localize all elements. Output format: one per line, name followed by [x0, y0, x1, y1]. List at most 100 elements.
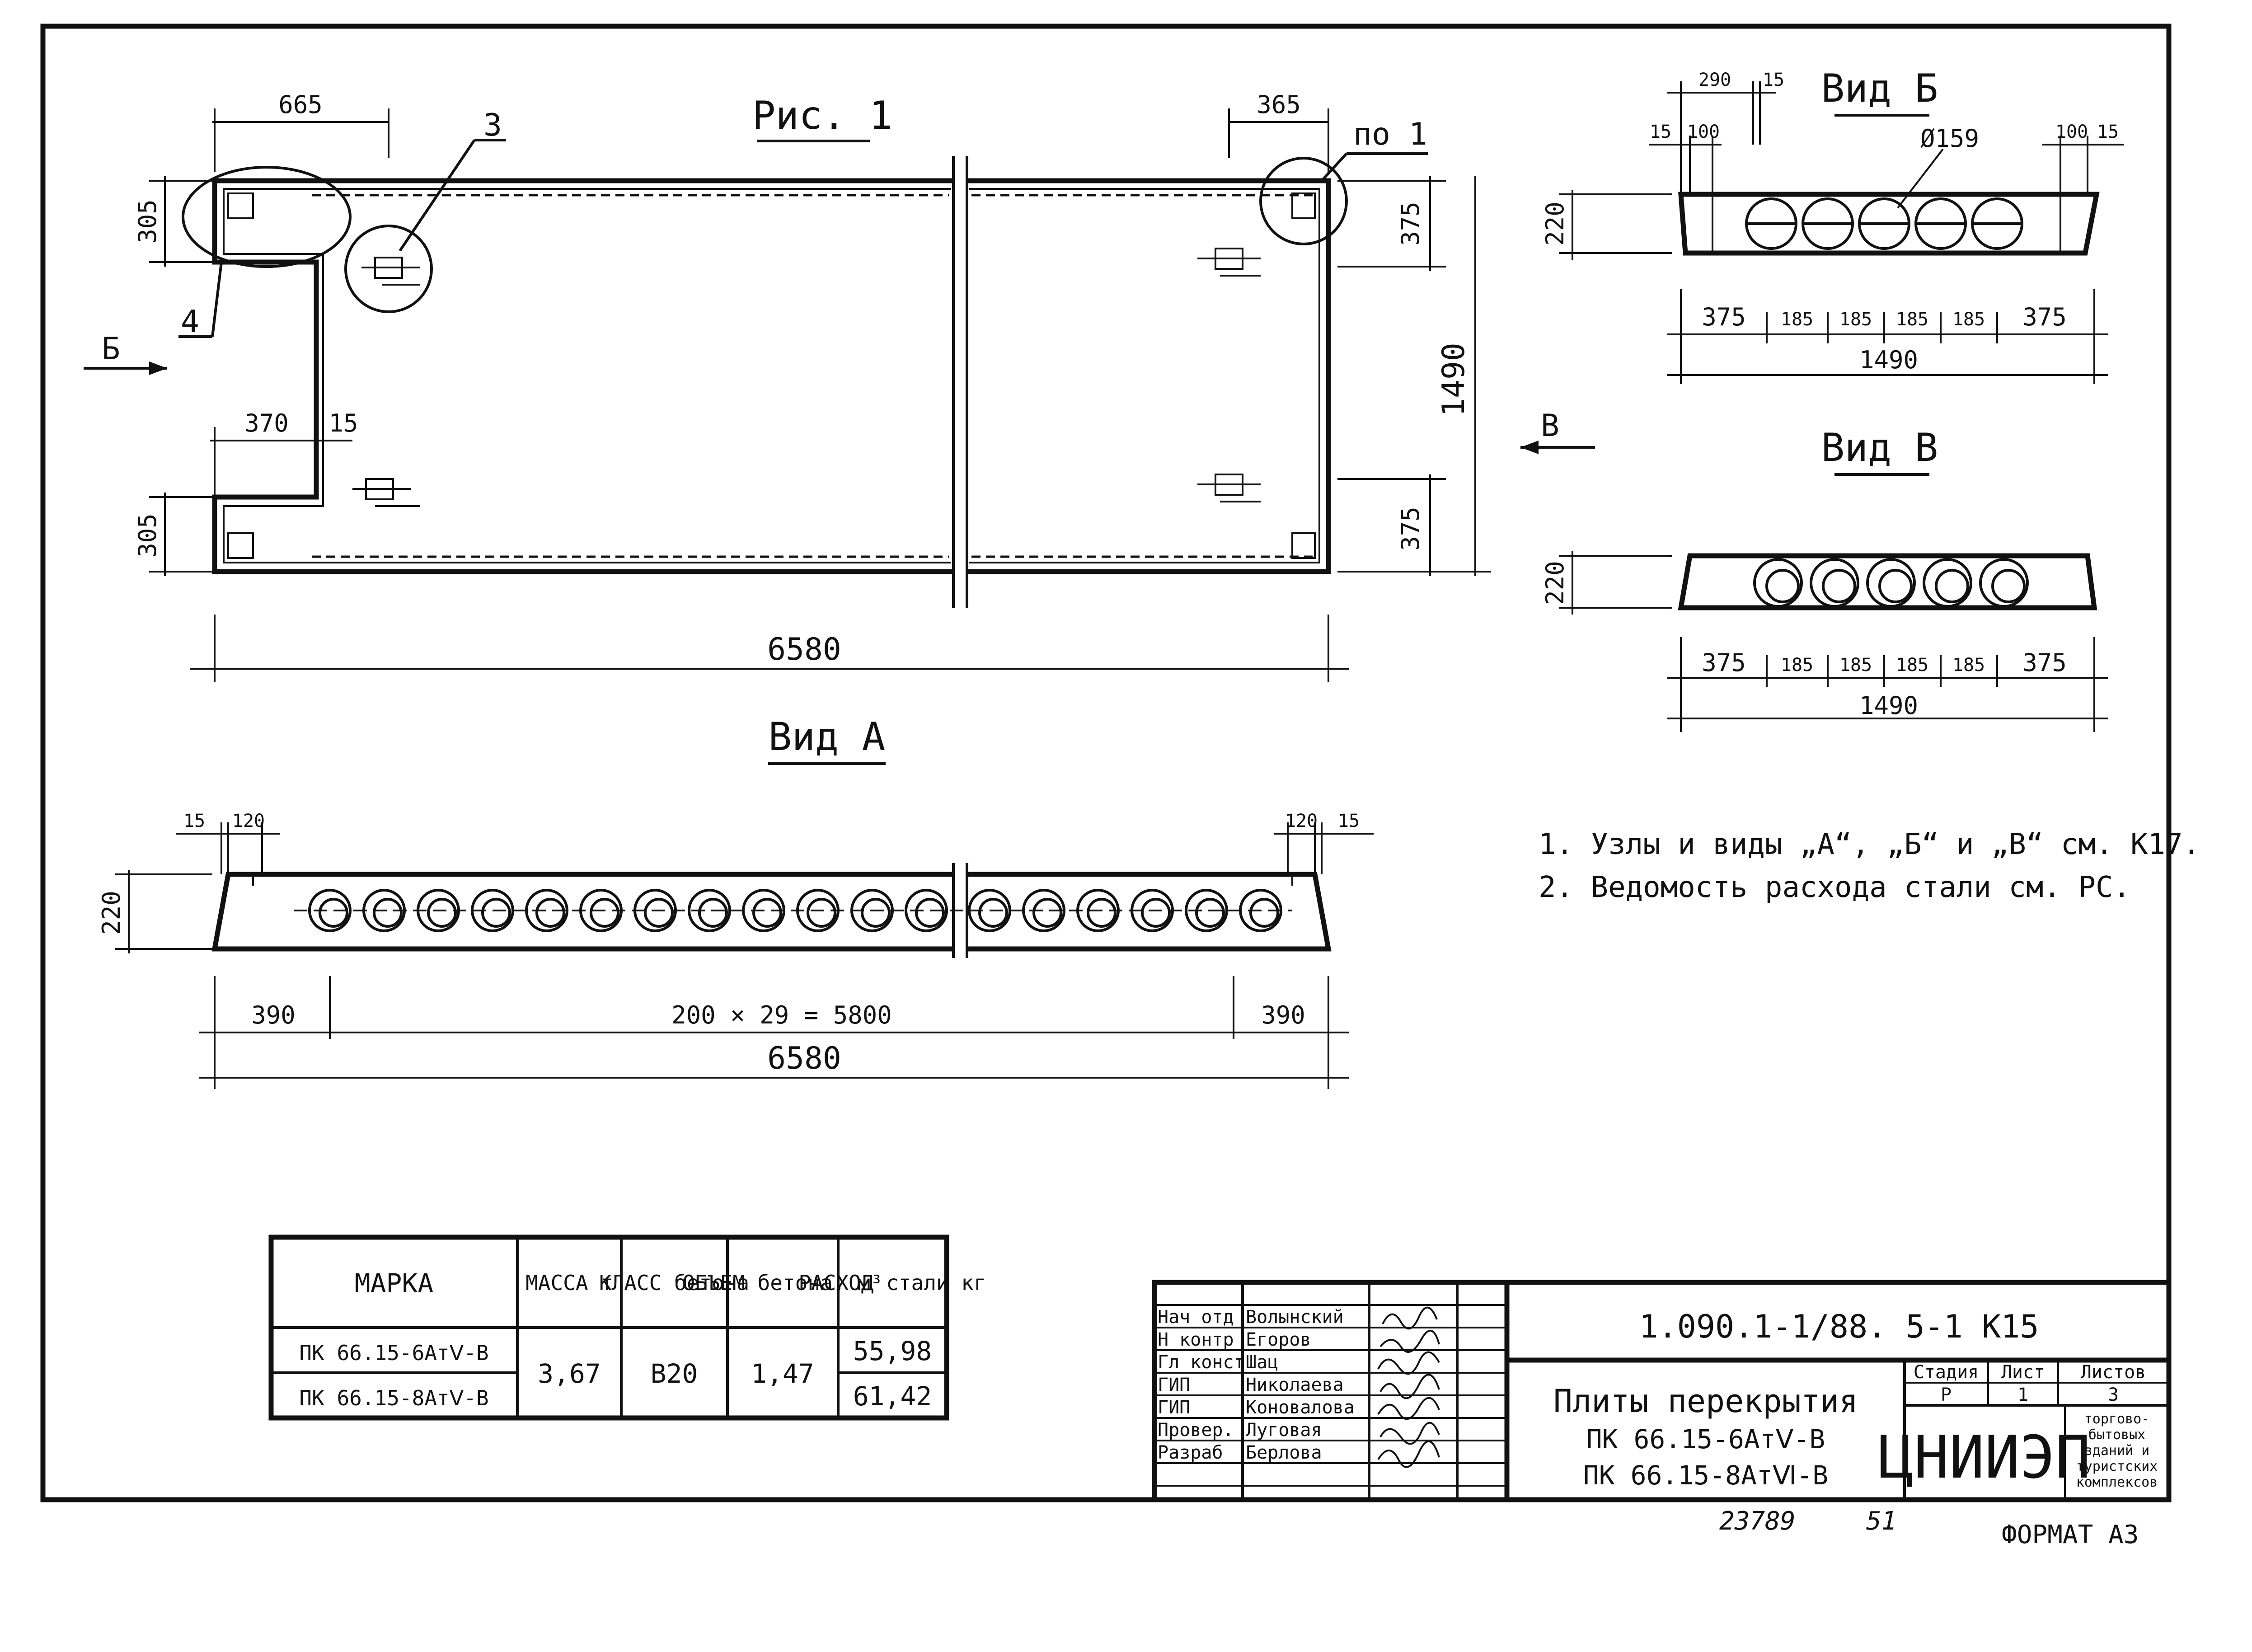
- view-b-dim-185d: 185: [1952, 309, 1985, 330]
- view-v-dim-185d: 185: [1952, 655, 1985, 676]
- view-b-dim-185c: 185: [1896, 309, 1928, 330]
- view-a-total: 6580: [767, 1041, 841, 1076]
- view-b-height: 220: [1541, 202, 1569, 246]
- node-circle-3: [344, 225, 433, 313]
- tb-name-4: Николаева: [1246, 1375, 1344, 1395]
- view-b-section: [1678, 192, 2100, 256]
- view-v-dim-185b: 185: [1839, 655, 1872, 676]
- inventory-number-2: 51: [1866, 1507, 1896, 1536]
- figure-title: Рис. 1: [752, 93, 893, 138]
- view-v-dim-185a: 185: [1781, 655, 1813, 676]
- tb-org-desc-3: зданий и: [2084, 1443, 2150, 1459]
- format-label: ФОРМАТ А3: [2002, 1520, 2139, 1549]
- view-a-dim-120a: 120: [232, 811, 265, 831]
- tb-name-3: Шац: [1246, 1352, 1278, 1373]
- view-b-title: Вид Б: [1821, 66, 1938, 111]
- view-b-dim-185b: 185: [1839, 309, 1872, 330]
- note-2: 2. Ведомость расхода стали см. РС.: [1539, 871, 2130, 904]
- tb-stage: Р: [1941, 1384, 1952, 1405]
- spec-header-mark: МАРКА: [355, 1268, 434, 1299]
- tb-org-desc-2: бытовых: [2088, 1427, 2145, 1443]
- spec-header-class: КЛАСС бетона: [599, 1271, 749, 1295]
- tb-sheet-label: Лист: [2001, 1362, 2045, 1383]
- spec-mass: 3,67: [538, 1358, 601, 1389]
- view-a-dim-5800: 200 × 29 = 5800: [671, 1001, 892, 1029]
- tb-name-7: Берлова: [1246, 1442, 1322, 1463]
- tb-org-desc-4: туристских: [2076, 1459, 2158, 1474]
- callout-3: 3: [483, 108, 502, 143]
- tb-org-desc-1: торгово-: [2084, 1411, 2150, 1427]
- tb-role-3: Гл конст: [1158, 1352, 1245, 1373]
- view-b-dim-375a: 375: [1702, 303, 1746, 331]
- view-a-section-left: [211, 872, 953, 952]
- view-b: Вид Б Ø159 290 15 15 100 100 15: [1541, 66, 2124, 384]
- view-a-dim-390a: 390: [251, 1001, 296, 1029]
- view-b-diameter: Ø159: [1920, 124, 1979, 153]
- note-1: 1. Узлы и виды „А“, „Б“ и „В“ см. К17.: [1539, 828, 2200, 861]
- view-v-height: 220: [1541, 561, 1569, 605]
- spec-row2-steel: 61,42: [853, 1381, 932, 1412]
- view-b-dim-100a: 100: [1687, 122, 1720, 142]
- view-b-dim-15a: 15: [1763, 70, 1784, 90]
- title-block: Нач отд Волынский Н контр Егоров Гл конс…: [1152, 1280, 2172, 1502]
- view-a-dim-15a: 15: [183, 811, 205, 831]
- spec-header-steel: РАСХОД стали кг: [798, 1271, 986, 1295]
- view-a-dim-390b: 390: [1261, 1001, 1305, 1029]
- spec-row1-mark: ПК 66.15-6АтⅤ-В: [299, 1341, 488, 1365]
- view-v-total: 1490: [1859, 691, 1918, 720]
- spec-row1-steel: 55,98: [853, 1336, 932, 1366]
- tb-role-6: Провер.: [1158, 1420, 1234, 1441]
- slab-outline-right: [967, 178, 1331, 574]
- slab-outline-left: [212, 178, 953, 574]
- tb-role-7: Разраб: [1158, 1442, 1223, 1463]
- view-v-dim-185c: 185: [1896, 655, 1928, 676]
- tb-name-1: Волынский: [1246, 1307, 1344, 1328]
- spec-row2-mark: ПК 66.15-8АтⅤ-В: [299, 1386, 488, 1410]
- tb-stage-label: Стадия: [1914, 1362, 1979, 1383]
- sheet-frame: [40, 23, 2172, 1502]
- view-b-total: 1490: [1859, 346, 1918, 374]
- view-a-dim-120b: 120: [1285, 811, 1318, 831]
- view-v-section: [1678, 553, 2097, 610]
- view-a-section-right: [967, 872, 1332, 952]
- spec-class: В20: [651, 1358, 698, 1389]
- view-a-title: Вид А: [769, 714, 886, 760]
- view-a: Вид А: [97, 714, 1374, 1089]
- node-ellipse-4: [182, 166, 352, 268]
- tb-name-2: Егоров: [1246, 1329, 1311, 1350]
- view-v-dim-375b: 375: [2022, 648, 2067, 677]
- tb-title-line2: ПК 66.15-6АтⅤ-В: [1586, 1424, 1825, 1455]
- tb-sheets: 3: [2108, 1384, 2119, 1405]
- tb-role-4: ГИП: [1158, 1375, 1190, 1395]
- dim-375-top: 375: [1396, 202, 1425, 246]
- view-b-dim-15c: 15: [2097, 122, 2119, 142]
- view-v: Вид В 220 375 185 185 185 185 375 1490: [1541, 425, 2108, 732]
- dim-15: 15: [328, 409, 358, 437]
- view-a-voids: [308, 889, 1282, 932]
- view-arrow-b: Б: [102, 331, 120, 367]
- tb-title-line1: Плиты перекрытия: [1553, 1383, 1858, 1420]
- dim-370: 370: [244, 409, 289, 437]
- view-a-dim-15b: 15: [1338, 811, 1360, 831]
- view-b-dim-100b: 100: [2055, 122, 2088, 142]
- figure-plan: Рис. 1: [84, 90, 1595, 682]
- tb-title-line3: ПК 66.15-8АтⅥ-В: [1583, 1460, 1828, 1491]
- tb-code: 1.090.1-1/88. 5-1 К15: [1639, 1308, 2039, 1345]
- tb-org: ЦНИИЭП: [1878, 1423, 2091, 1492]
- node-circle-po1: [1259, 157, 1348, 245]
- spec-volume: 1,47: [751, 1358, 814, 1389]
- tb-org-desc-5: комплексов: [2076, 1474, 2158, 1490]
- view-arrow-v: В: [1541, 408, 1559, 444]
- notes: 1. Узлы и виды „А“, „Б“ и „В“ см. К17. 2…: [1539, 828, 2200, 904]
- tb-name-5: Коновалова: [1246, 1397, 1355, 1418]
- tb-name-6: Луговая: [1246, 1420, 1322, 1441]
- inventory-number: 23789: [1719, 1507, 1796, 1536]
- dim-665: 665: [278, 90, 323, 119]
- spec-header-mass: МАССА т: [525, 1271, 613, 1295]
- view-b-dim-15b: 15: [1650, 122, 1671, 142]
- spec-header-volume: ОБЪЕМ бетона, м³: [682, 1271, 882, 1295]
- view-v-title: Вид В: [1821, 425, 1938, 470]
- dim-305-top: 305: [133, 199, 162, 244]
